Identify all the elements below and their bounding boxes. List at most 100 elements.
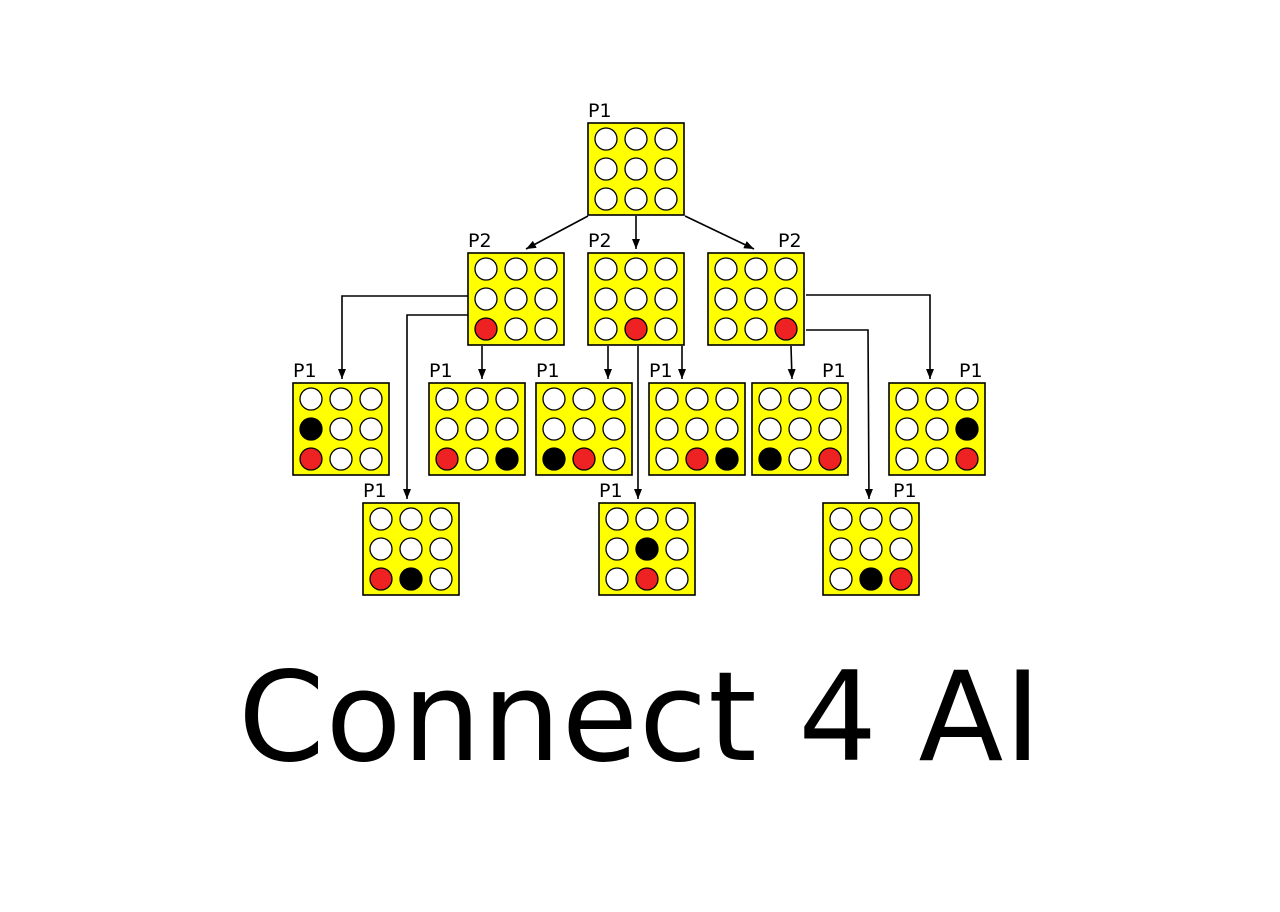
- empty-slot: [925, 387, 949, 411]
- empty-slot: [465, 387, 489, 411]
- empty-slot: [435, 417, 459, 441]
- empty-slot: [654, 287, 678, 311]
- empty-slot: [925, 447, 949, 471]
- empty-slot: [399, 537, 423, 561]
- empty-slot: [504, 257, 528, 281]
- edge-c-to-c2: [806, 329, 873, 500]
- empty-slot: [542, 417, 566, 441]
- black-piece: [299, 417, 323, 441]
- empty-slot: [829, 537, 853, 561]
- empty-slot: [889, 537, 913, 561]
- empty-slot: [329, 387, 353, 411]
- empty-slot: [624, 127, 648, 151]
- empty-slot: [542, 387, 566, 411]
- board-node-b3: P1: [648, 360, 746, 476]
- empty-slot: [495, 387, 519, 411]
- player-label: P1: [959, 360, 983, 382]
- empty-slot: [465, 447, 489, 471]
- empty-slot: [429, 567, 453, 591]
- empty-slot: [685, 417, 709, 441]
- empty-slot: [715, 417, 739, 441]
- player-label: P2: [778, 230, 802, 252]
- empty-slot: [859, 537, 883, 561]
- empty-slot: [665, 507, 689, 531]
- empty-slot: [774, 287, 798, 311]
- empty-slot: [624, 257, 648, 281]
- empty-slot: [665, 567, 689, 591]
- board-node-a1: P1: [292, 360, 390, 476]
- empty-slot: [602, 447, 626, 471]
- empty-slot: [895, 417, 919, 441]
- player-label: P1: [429, 360, 453, 382]
- empty-slot: [495, 417, 519, 441]
- empty-slot: [435, 387, 459, 411]
- empty-slot: [624, 187, 648, 211]
- empty-slot: [889, 507, 913, 531]
- black-piece: [635, 537, 659, 561]
- empty-slot: [714, 257, 738, 281]
- red-piece: [955, 447, 979, 471]
- board-node-c1: P1: [751, 360, 849, 476]
- empty-slot: [399, 507, 423, 531]
- board-node-c: P2: [707, 230, 805, 346]
- empty-slot: [359, 387, 383, 411]
- empty-slot: [605, 567, 629, 591]
- empty-slot: [299, 387, 323, 411]
- empty-slot: [685, 387, 709, 411]
- empty-slot: [534, 287, 558, 311]
- tree-edges: [338, 215, 934, 500]
- board-node-c3: P1: [888, 360, 986, 476]
- empty-slot: [744, 287, 768, 311]
- player-label: P1: [649, 360, 673, 382]
- board-node-a: P2: [467, 230, 565, 346]
- empty-slot: [624, 287, 648, 311]
- board-node-c2: P1: [822, 480, 920, 596]
- board-node-a2: P1: [362, 480, 460, 596]
- player-label: P1: [293, 360, 317, 382]
- empty-slot: [655, 447, 679, 471]
- page-title: Connect 4 AI: [238, 646, 1042, 790]
- empty-slot: [788, 447, 812, 471]
- empty-slot: [605, 537, 629, 561]
- empty-slot: [788, 387, 812, 411]
- empty-slot: [744, 257, 768, 281]
- empty-slot: [744, 317, 768, 341]
- empty-slot: [715, 387, 739, 411]
- edge-c-to-c3: [806, 294, 934, 379]
- empty-slot: [895, 447, 919, 471]
- black-piece: [859, 567, 883, 591]
- empty-slot: [788, 417, 812, 441]
- empty-slot: [594, 157, 618, 181]
- player-label: P2: [588, 230, 612, 252]
- empty-slot: [654, 187, 678, 211]
- empty-slot: [654, 157, 678, 181]
- red-piece: [818, 447, 842, 471]
- edge-root-to-a: [525, 215, 589, 250]
- empty-slot: [665, 537, 689, 561]
- red-piece: [685, 447, 709, 471]
- black-piece: [955, 417, 979, 441]
- red-piece: [889, 567, 913, 591]
- empty-slot: [605, 507, 629, 531]
- empty-slot: [714, 317, 738, 341]
- edge-a-to-a1: [338, 295, 468, 379]
- empty-slot: [602, 387, 626, 411]
- player-label: P1: [588, 100, 612, 122]
- board-node-b2: P1: [598, 480, 696, 596]
- empty-slot: [329, 447, 353, 471]
- black-piece: [399, 567, 423, 591]
- empty-slot: [624, 157, 648, 181]
- empty-slot: [829, 567, 853, 591]
- empty-slot: [534, 257, 558, 281]
- empty-slot: [955, 387, 979, 411]
- player-label: P1: [822, 360, 846, 382]
- red-piece: [624, 317, 648, 341]
- empty-slot: [655, 417, 679, 441]
- empty-slot: [925, 417, 949, 441]
- empty-slot: [758, 387, 782, 411]
- empty-slot: [474, 257, 498, 281]
- empty-slot: [465, 417, 489, 441]
- empty-slot: [572, 387, 596, 411]
- empty-slot: [655, 387, 679, 411]
- black-piece: [715, 447, 739, 471]
